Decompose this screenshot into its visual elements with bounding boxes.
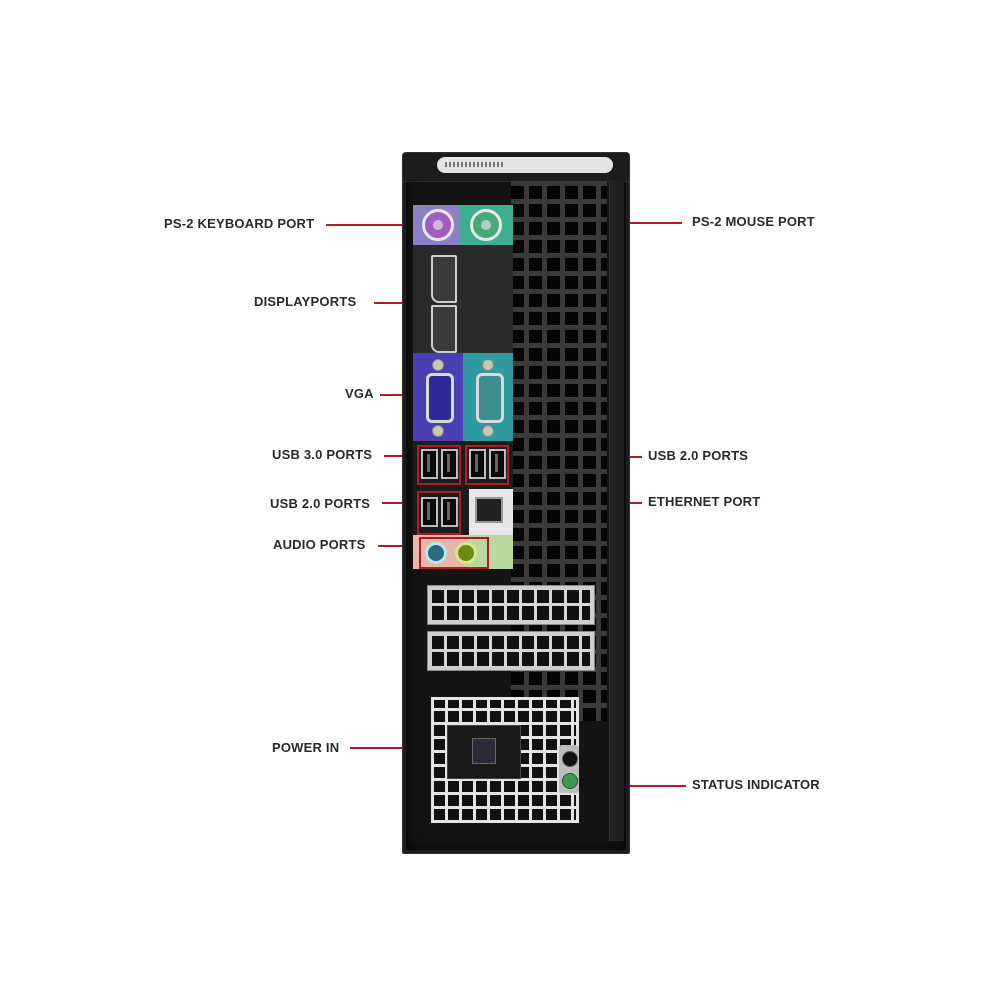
label-ps2-mouse-port: PS-2 MOUSE PORT bbox=[692, 214, 815, 229]
ethernet-port-icon bbox=[475, 497, 503, 523]
ps2-mouse-port-icon bbox=[470, 209, 502, 241]
usb20-port-icon bbox=[469, 449, 486, 479]
expansion-slot-1 bbox=[427, 585, 595, 625]
usb30-port-icon bbox=[421, 449, 438, 479]
serial-port-icon bbox=[476, 373, 504, 423]
usb20-port-icon bbox=[441, 497, 458, 527]
status-led-icon bbox=[562, 773, 578, 789]
label-vga: VGA bbox=[345, 386, 374, 401]
displayport-1-icon bbox=[431, 255, 457, 303]
label-ps2-keyboard-port: PS-2 KEYBOARD PORT bbox=[164, 216, 315, 231]
audio-line-in-jack-icon bbox=[425, 542, 447, 564]
power-in-socket-icon bbox=[447, 725, 521, 779]
expansion-slot-2 bbox=[427, 631, 595, 671]
side-rail bbox=[609, 181, 624, 841]
io-panel bbox=[413, 205, 513, 569]
label-audio-ports: AUDIO PORTS bbox=[273, 537, 366, 552]
label-usb30-ports: USB 3.0 PORTS bbox=[272, 447, 373, 462]
usb20-port-icon bbox=[421, 497, 438, 527]
label-displayports: DISPLAYPORTS bbox=[254, 294, 357, 309]
usb30-port-icon bbox=[441, 449, 458, 479]
computer-tower bbox=[402, 152, 630, 854]
label-usb20-ports-right: USB 2.0 PORTS bbox=[648, 448, 749, 463]
label-usb20-ports-left: USB 2.0 PORTS bbox=[270, 496, 371, 511]
vga-port-icon bbox=[426, 373, 454, 423]
label-power-in: POWER IN bbox=[272, 740, 340, 755]
label-ethernet-port: ETHERNET PORT bbox=[648, 494, 761, 509]
displayport-2-icon bbox=[431, 305, 457, 353]
tower-top-bezel bbox=[403, 153, 629, 182]
psu-test-button-icon bbox=[562, 751, 578, 767]
audio-line-out-jack-icon bbox=[455, 542, 477, 564]
service-tag-sticker bbox=[437, 157, 613, 173]
status-indicator-plate bbox=[559, 745, 579, 793]
label-status-indicator: STATUS INDICATOR bbox=[692, 777, 820, 792]
leader-status-indicator bbox=[574, 785, 686, 787]
leader-ps2-keyboard bbox=[326, 224, 432, 226]
leader-displayports bbox=[374, 302, 410, 304]
ps2-keyboard-port-icon bbox=[422, 209, 454, 241]
usb20-port-icon bbox=[489, 449, 506, 479]
